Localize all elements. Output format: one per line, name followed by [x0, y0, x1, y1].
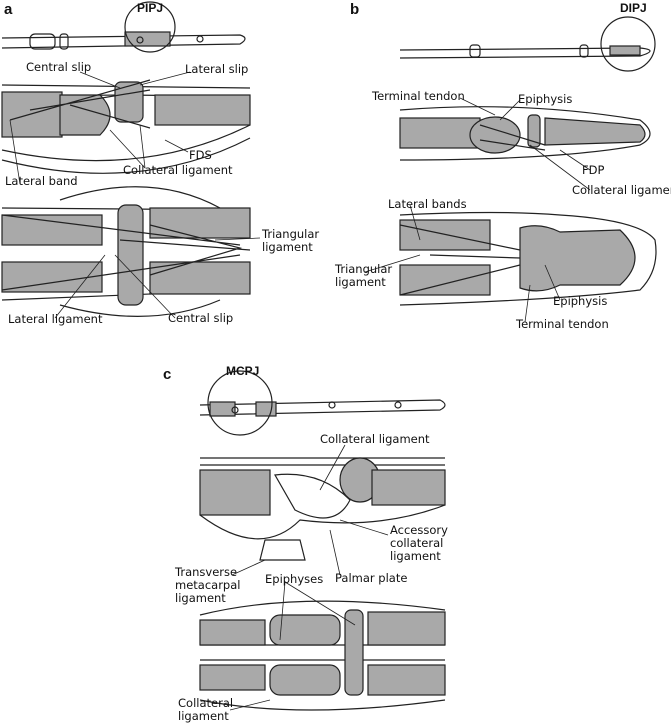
label-epiphysis-bottom: Epiphysis [553, 294, 608, 308]
label-epiphysis-top: Epiphysis [518, 92, 573, 106]
label-palmar-plate: Palmar plate [335, 571, 408, 585]
label-fdp: FDP [582, 163, 605, 177]
label-terminal-tendon-top: Terminal tendon [372, 89, 465, 103]
label-fds: FDS [189, 148, 212, 162]
label-collateral-ligament-c-top: Collateral ligament [320, 432, 430, 446]
panel-a-dorsal-view [1, 186, 251, 317]
panel-c-lateral-view [199, 457, 446, 561]
leader-lines [9, 71, 591, 711]
panel-c-dorsal-view [199, 600, 446, 711]
label-epiphyses: Epiphyses [265, 572, 324, 586]
panel-b-finger-overview [399, 16, 656, 72]
label-lateral-bands: Lateral bands [388, 197, 467, 211]
panel-a-joint-title: PIPJ [137, 1, 164, 15]
label-collateral-ligament-b: Collateral ligament [572, 183, 671, 197]
panel-b-joint-title: DIPJ [620, 1, 647, 15]
panel-a-lateral-view [1, 79, 251, 174]
label-accessory-collateral-ligament: Accessory collateral ligament [390, 523, 448, 563]
label-terminal-tendon-bottom: Terminal tendon [516, 317, 609, 331]
panel-b-lateral-view [399, 106, 651, 161]
label-collateral-ligament-c-bottom: Collateral ligament [178, 696, 234, 723]
panel-b-letter: b [350, 1, 360, 18]
label-central-slip-top: Central slip [26, 60, 92, 74]
panel-c-letter: c [163, 366, 172, 383]
label-triangular-ligament-b: Triangular ligament [335, 262, 393, 289]
label-lateral-band: Lateral band [5, 174, 78, 188]
panel-c-finger-overview [199, 370, 446, 436]
label-central-slip-bottom: Central slip [168, 311, 234, 325]
panel-a-finger-overview [1, 1, 246, 53]
label-collateral-ligament-a: Collateral ligament [123, 163, 233, 177]
panel-b-dorsal-view [399, 211, 657, 306]
label-lateral-ligament: Lateral ligament [8, 312, 103, 326]
label-triangular-ligament-a: Triangular ligament [262, 227, 320, 254]
panel-c-joint-title: MCPJ [226, 364, 260, 378]
label-transverse-metacarpal-ligament: Transverse metacarpal ligament [175, 565, 241, 605]
panel-a-letter: a [4, 1, 13, 18]
label-lateral-slip: Lateral slip [185, 62, 249, 76]
